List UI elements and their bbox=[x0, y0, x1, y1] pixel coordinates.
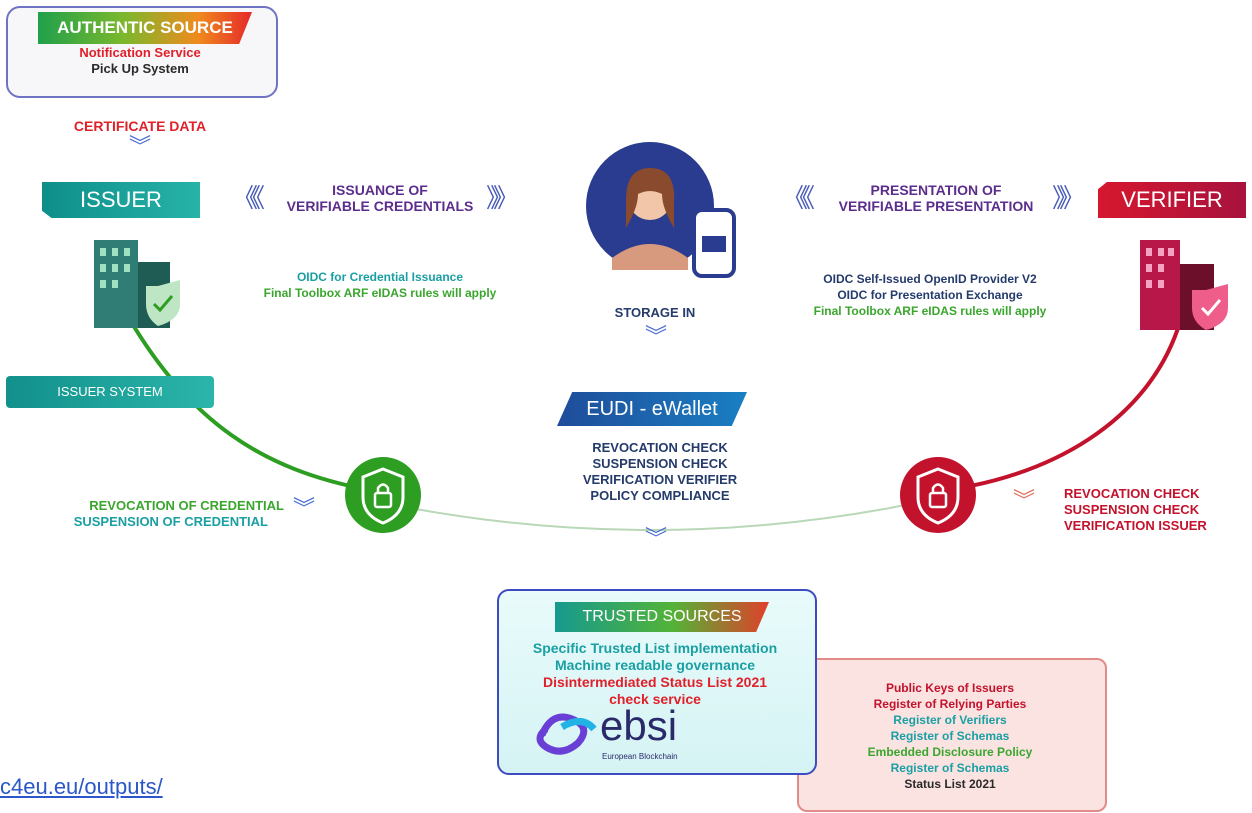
trusted-sources-banner: TRUSTED SOURCES bbox=[555, 602, 769, 632]
user-avatar-icon bbox=[586, 142, 736, 278]
issuer-revocation-1: REVOCATION OF CREDENTIAL bbox=[89, 498, 284, 513]
lock-shield-icon bbox=[345, 457, 421, 533]
presentation-line2: VERIFIABLE PRESENTATION bbox=[838, 198, 1034, 214]
registry-item: Status List 2021 bbox=[904, 777, 996, 791]
presentation-note3: Final Toolbox ARF eIDAS rules will apply bbox=[813, 304, 1047, 318]
wallet-check-4: POLICY COMPLIANCE bbox=[590, 488, 730, 503]
chevron-right-icon: 》》 bbox=[1052, 183, 1085, 213]
chevron-left-icon: 《《 bbox=[232, 183, 265, 213]
bottom-arc bbox=[369, 499, 931, 531]
issuer-building-icon bbox=[94, 240, 180, 328]
chevron-left-icon: 《《 bbox=[782, 183, 815, 213]
lock-shield-icon bbox=[900, 457, 976, 533]
ebsi-logo-text: ebsi bbox=[600, 702, 678, 749]
issuer-banner: ISSUER bbox=[42, 182, 200, 218]
registry-item: Register of Verifiers bbox=[893, 713, 1007, 727]
ebsi-logo-subtitle: European Blockchain bbox=[602, 752, 678, 761]
outputs-link[interactable]: c4eu.eu/outputs/ bbox=[0, 774, 163, 799]
authentic-source-line1: Notification Service bbox=[79, 45, 201, 60]
ebsi-logo-icon bbox=[536, 713, 597, 755]
issuance-line2: VERIFIABLE CREDENTIALS bbox=[286, 198, 474, 214]
chevron-down-icon: ︾ bbox=[128, 134, 151, 159]
issuance-note1: OIDC for Credential Issuance bbox=[296, 270, 464, 284]
authentic-source-line2: Pick Up System bbox=[91, 61, 189, 76]
trusted-line2: Machine readable governance bbox=[555, 657, 755, 673]
ewallet-banner: EUDI - eWallet bbox=[557, 392, 747, 426]
registry-item: Public Keys of Issuers bbox=[885, 681, 1015, 695]
authentic-source-banner: AUTHENTIC SOURCE bbox=[38, 12, 252, 44]
presentation-line1: PRESENTATION OF bbox=[870, 182, 1002, 198]
storage-label: STORAGE IN bbox=[614, 305, 696, 320]
issuance-note2: Final Toolbox ARF eIDAS rules will apply bbox=[263, 286, 497, 300]
trusted-line1: Specific Trusted List implementation bbox=[532, 640, 778, 656]
issuer-curve bbox=[128, 318, 371, 492]
presentation-note1: OIDC Self-Issued OpenID Provider V2 bbox=[823, 272, 1037, 286]
wallet-check-1: REVOCATION CHECK bbox=[592, 440, 728, 455]
verifier-banner: VERIFIER bbox=[1098, 182, 1246, 218]
presentation-note2: OIDC for Presentation Exchange bbox=[837, 288, 1023, 302]
issuance-line1: ISSUANCE OF bbox=[332, 182, 428, 198]
registry-item: Register of Schemas bbox=[890, 729, 1010, 743]
wallet-check-2: SUSPENSION CHECK bbox=[592, 456, 728, 471]
verifier-check-2: SUSPENSION CHECK bbox=[1064, 502, 1200, 517]
verifier-check-1: REVOCATION CHECK bbox=[1064, 486, 1200, 501]
verifier-building-icon bbox=[1140, 240, 1228, 330]
chevron-down-icon: ︾ bbox=[644, 324, 667, 349]
registry-item: Embedded Disclosure Policy bbox=[867, 745, 1033, 759]
trusted-line4: check service bbox=[609, 691, 701, 707]
registry-item: Register of Schemas bbox=[890, 761, 1010, 775]
chevron-right-icon: 》》 bbox=[486, 183, 519, 213]
chevron-down-icon: ︾ bbox=[292, 496, 315, 521]
chevron-down-icon: ︾ bbox=[1012, 488, 1035, 513]
trusted-line3: Disintermediated Status List 2021 bbox=[542, 674, 768, 690]
wallet-check-3: VERIFICATION VERIFIER bbox=[582, 472, 738, 487]
verifier-curve bbox=[929, 321, 1182, 494]
chevron-down-icon: ︾ bbox=[644, 526, 667, 551]
registry-box bbox=[797, 658, 1107, 812]
issuer-revocation-2: SUSPENSION OF CREDENTIAL bbox=[73, 514, 268, 529]
registry-item: Register of Relying Parties bbox=[873, 697, 1027, 711]
verifier-check-3: VERIFICATION ISSUER bbox=[1064, 518, 1207, 533]
certificate-data-label: CERTIFICATE DATA bbox=[73, 118, 207, 134]
issuer-system-banner: ISSUER SYSTEM bbox=[6, 376, 214, 408]
